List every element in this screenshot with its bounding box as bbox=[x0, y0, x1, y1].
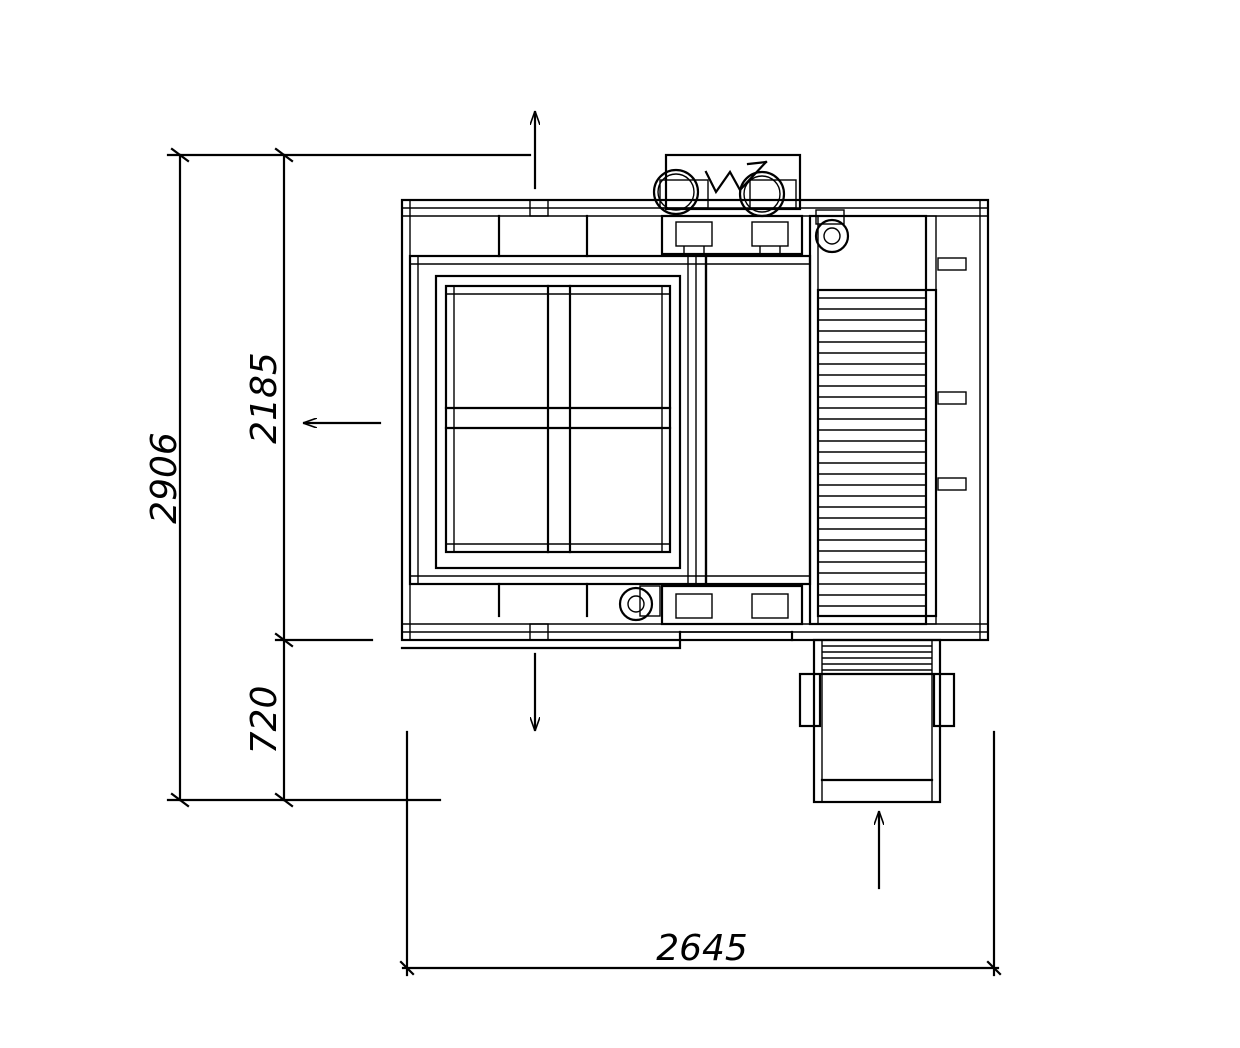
roller-top-icon bbox=[814, 218, 850, 254]
dimension-label-720: 720 bbox=[244, 686, 285, 755]
dimension-label-2645: 2645 bbox=[656, 928, 748, 969]
flow-arrows bbox=[302, 110, 879, 890]
machine-frame bbox=[400, 198, 990, 642]
belt-zigzag-icon bbox=[704, 160, 768, 195]
knob-icon bbox=[937, 477, 967, 491]
clamp-blocks-top bbox=[660, 214, 804, 256]
infeed-conveyor bbox=[798, 638, 956, 804]
knob-icon bbox=[937, 257, 967, 271]
knob-icon bbox=[937, 391, 967, 405]
infeed-rollers bbox=[822, 645, 932, 671]
roller-conveyor bbox=[808, 209, 967, 626]
dimension-label-2185: 2185 bbox=[244, 352, 285, 444]
work-table bbox=[408, 254, 708, 586]
conveyor-rollers bbox=[818, 297, 926, 607]
clamp-blocks-bottom bbox=[618, 584, 804, 626]
pulley-left-icon bbox=[652, 168, 700, 216]
dimension-lower-height: 720 bbox=[244, 638, 294, 808]
roller-bottom-icon bbox=[618, 586, 654, 622]
drive-unit-top bbox=[652, 153, 802, 218]
dimension-upper-height: 2185 bbox=[244, 147, 374, 648]
dimension-label-2906: 2906 bbox=[144, 432, 185, 524]
center-panel bbox=[704, 254, 812, 586]
dimension-overall-width: 2645 bbox=[399, 730, 1002, 977]
grid-panel bbox=[444, 284, 672, 554]
frame-lower-step bbox=[400, 630, 794, 650]
dimension-overall-height: 2906 bbox=[144, 147, 532, 808]
